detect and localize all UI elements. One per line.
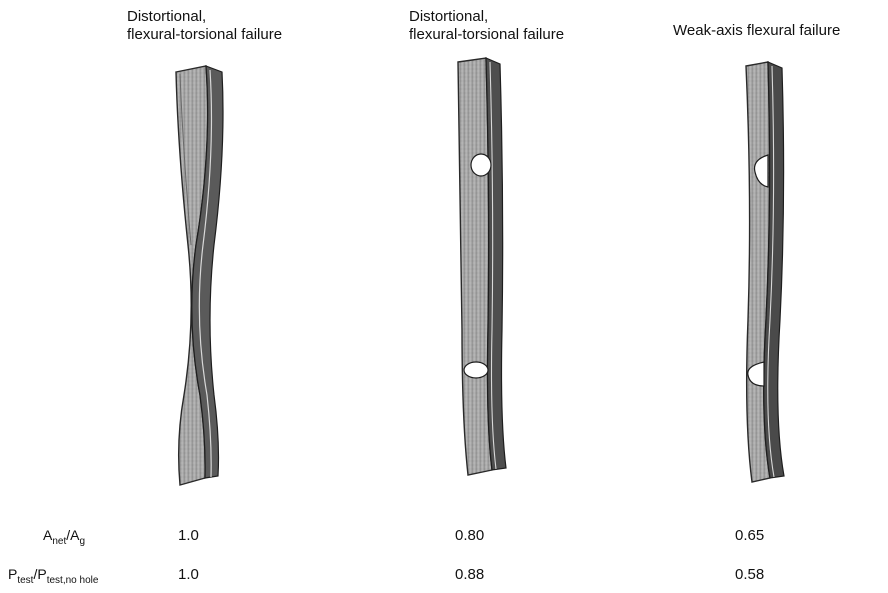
value-strength-ratio-3: 0.58 (735, 566, 765, 583)
value-strength-ratio-1: 1.0 (178, 566, 199, 583)
value-area-ratio-2: 0.80 (455, 527, 485, 544)
specimen-3-column (745, 61, 785, 483)
hole-lower (747, 361, 765, 387)
specimen-3-caption: Weak-axis flexural failure (673, 22, 841, 39)
value-area-ratio-3: 0.65 (735, 527, 765, 544)
hole-upper (753, 154, 769, 188)
specimen-drawings (175, 57, 785, 486)
value-area-ratio-1: 1.0 (178, 527, 199, 544)
specimen-1-column (175, 65, 224, 486)
hole-lower (463, 361, 489, 379)
row-label-strength-ratio: Ptest/Ptest,no hole (8, 566, 99, 586)
value-strength-ratio-2: 0.88 (455, 566, 485, 583)
row-label-area-ratio: Anet/Ag (43, 527, 86, 547)
hole-upper (470, 153, 492, 177)
specimen-2-caption: Distortional, flexural-torsional failure (409, 8, 565, 43)
specimen-2-column (457, 57, 507, 476)
specimen-1-caption: Distortional, flexural-torsional failure (127, 8, 283, 43)
